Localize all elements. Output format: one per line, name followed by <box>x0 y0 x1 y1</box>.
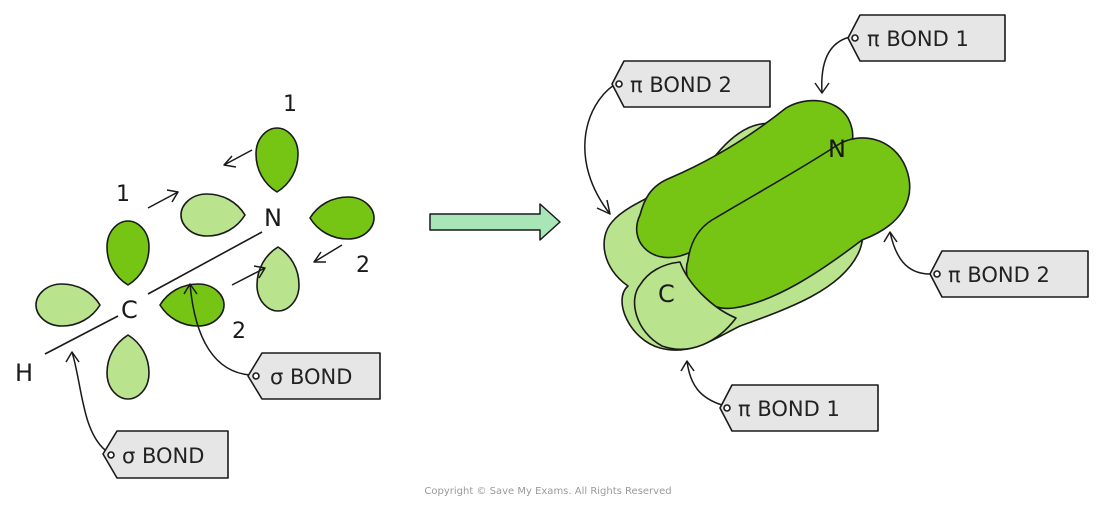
pi-bond-2-cloud-lower <box>633 261 737 351</box>
pi-bond-1-tag-top-text: π BOND 1 <box>867 27 969 51</box>
pi-bond-1-tag-bottom <box>719 384 879 432</box>
orbital-arrow <box>147 189 179 209</box>
pi-bond-1-cloud-top <box>635 99 854 259</box>
orbital-number-label: 1 <box>283 92 297 117</box>
sigma-pointer-upper <box>183 283 251 376</box>
nitrogen-atom-label: N <box>264 204 282 232</box>
sigma-bond-tag-lower-text: σ BOND <box>122 444 204 468</box>
right-carbon-atom-label: C <box>658 280 675 308</box>
carbon-p-orbital-2-bottom <box>106 334 150 400</box>
pi-pointer <box>883 231 933 275</box>
pi-bond-2-tag-left <box>611 60 771 108</box>
orbital-number-label: 1 <box>116 182 130 207</box>
pi-bond-1-tag-bottom-text: π BOND 1 <box>738 397 840 421</box>
orbital-arrow <box>313 244 343 263</box>
nitrogen-sp-orbital-lone <box>309 196 375 240</box>
pi-bond-1-cloud-front <box>685 137 911 310</box>
right-pi-bond-diagram <box>584 14 1089 432</box>
orbital-number-label: 2 <box>356 253 370 278</box>
carbon-sp-orbital-front <box>159 283 225 327</box>
pi-bond-2-tag-right-text: π BOND 2 <box>948 263 1050 287</box>
hydrogen-atom-label: H <box>15 359 33 387</box>
pi-bond-1-tag-top <box>847 14 1006 62</box>
pi-bond-2-tag-right <box>929 250 1089 298</box>
h-c-bond-line <box>44 315 119 355</box>
pi-bond-2-tag-left-text: π BOND 2 <box>630 73 732 97</box>
carbon-p-orbital-1-top <box>106 220 150 286</box>
orbital-number-label: 2 <box>232 319 246 344</box>
nitrogen-p-orbital-2-bottom <box>256 246 300 312</box>
transition-arrow <box>429 203 561 241</box>
orbital-arrow <box>231 265 266 286</box>
pi-pointer <box>680 360 723 406</box>
sigma-bond-tag-upper-text: σ BOND <box>270 365 352 389</box>
c-n-bond-line <box>147 231 263 295</box>
left-orbital-diagram <box>35 127 381 479</box>
sigma-bond-tag-lower <box>102 430 229 479</box>
right-nitrogen-atom-label: N <box>828 135 846 163</box>
carbon-atom-label: C <box>121 296 138 324</box>
nitrogen-sp-orbital-back <box>180 193 246 237</box>
pi-pointer <box>814 36 851 94</box>
sigma-bond-tag-upper <box>247 352 381 400</box>
orbital-arrow <box>223 149 253 168</box>
copyright-notice: Copyright © Save My Exams. All Rights Re… <box>424 486 671 497</box>
carbon-sp-orbital-back <box>35 283 101 327</box>
nitrogen-p-orbital-1-top <box>255 127 299 193</box>
pi-pointer <box>584 84 615 215</box>
sigma-pointer-lower <box>65 351 106 451</box>
